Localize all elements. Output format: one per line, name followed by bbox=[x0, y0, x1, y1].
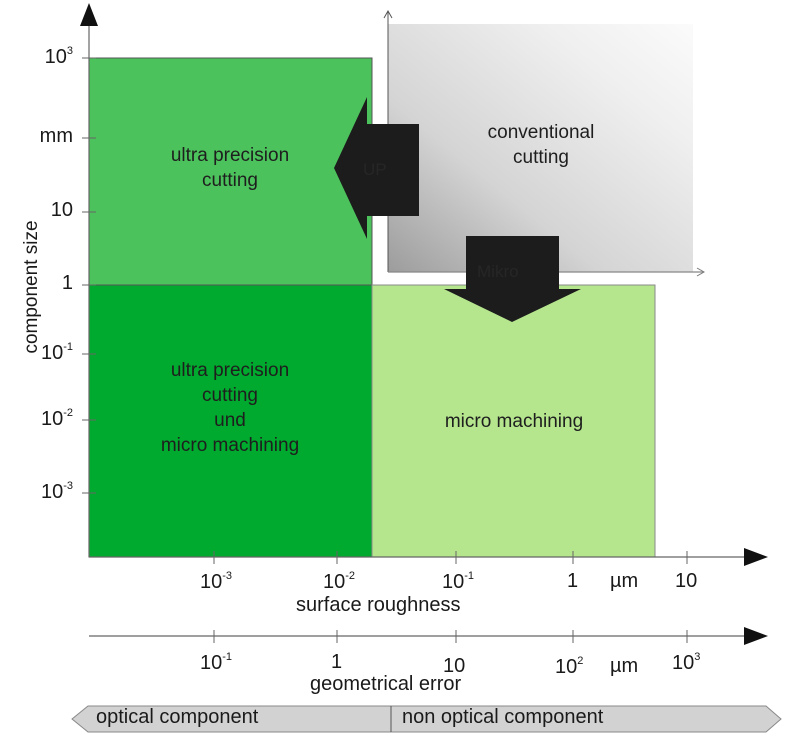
up-arrow-label: UP bbox=[363, 160, 387, 179]
y-tick-0.001: 10-3 bbox=[40, 480, 73, 503]
sr-tick-10: 10 bbox=[675, 570, 698, 592]
ge-tick-0.1: 10-1 bbox=[200, 651, 233, 674]
sr-unit: µm bbox=[610, 570, 639, 592]
ultra-precision-label: ultra precision cutting bbox=[170, 145, 290, 191]
ge-tick-10: 10 bbox=[443, 655, 466, 677]
sr-tick-0.1: 10-1 bbox=[442, 570, 475, 593]
ge-tick-1000: 103 bbox=[672, 651, 701, 674]
y-tick-0.1: 10-1 bbox=[40, 341, 73, 364]
sr-tick-0.001: 10-3 bbox=[200, 570, 233, 593]
ultra-precision-micro-label: ultra precision cutting und micro machin… bbox=[160, 360, 300, 456]
y-tick-1000: 103 bbox=[44, 45, 73, 68]
sr-tick-1: 1 bbox=[567, 570, 579, 592]
conventional-cutting-label: conventional cutting bbox=[487, 122, 595, 168]
micro-machining-region bbox=[371, 284, 656, 558]
ge-tick-1: 1 bbox=[331, 651, 343, 673]
x-axis-geometrical-error bbox=[89, 627, 768, 645]
conventional-cutting-region bbox=[383, 9, 706, 277]
ultra-precision-micro-region bbox=[88, 284, 373, 558]
mikro-arrow-icon bbox=[444, 236, 581, 322]
sr-tick-0.01: 10-2 bbox=[323, 570, 356, 593]
conv-x-arrow-icon bbox=[696, 267, 706, 277]
banner-non-optical-label: non optical component bbox=[402, 706, 604, 728]
banner-optical-label: optical component bbox=[96, 706, 259, 728]
y-axis-arrow-icon bbox=[80, 3, 98, 26]
component-type-banner bbox=[71, 705, 782, 733]
ge-tick-100: 102 bbox=[555, 655, 584, 678]
ge-unit: µm bbox=[610, 655, 639, 677]
geometrical-error-title: geometrical error bbox=[310, 673, 462, 695]
mikro-arrow-label: Mikro bbox=[477, 262, 519, 281]
y-tick-10: 10 bbox=[50, 199, 73, 221]
up-arrow-icon bbox=[334, 97, 419, 239]
surface-roughness-title: surface roughness bbox=[296, 594, 461, 616]
micro-machining-label: micro machining bbox=[444, 411, 584, 432]
x-axis-geometric-arrow-icon bbox=[744, 627, 768, 645]
y-tick-0.01: 10-2 bbox=[40, 407, 73, 430]
y-axis-title: component size bbox=[21, 220, 42, 354]
x-axis-surface-roughness bbox=[89, 548, 768, 566]
x-axis-surface-arrow-icon bbox=[744, 548, 768, 566]
y-tick-1: 1 bbox=[61, 272, 73, 294]
conv-y-arrow-icon bbox=[383, 9, 393, 19]
y-axis bbox=[80, 3, 98, 557]
y-tick-mm: mm bbox=[39, 125, 73, 147]
